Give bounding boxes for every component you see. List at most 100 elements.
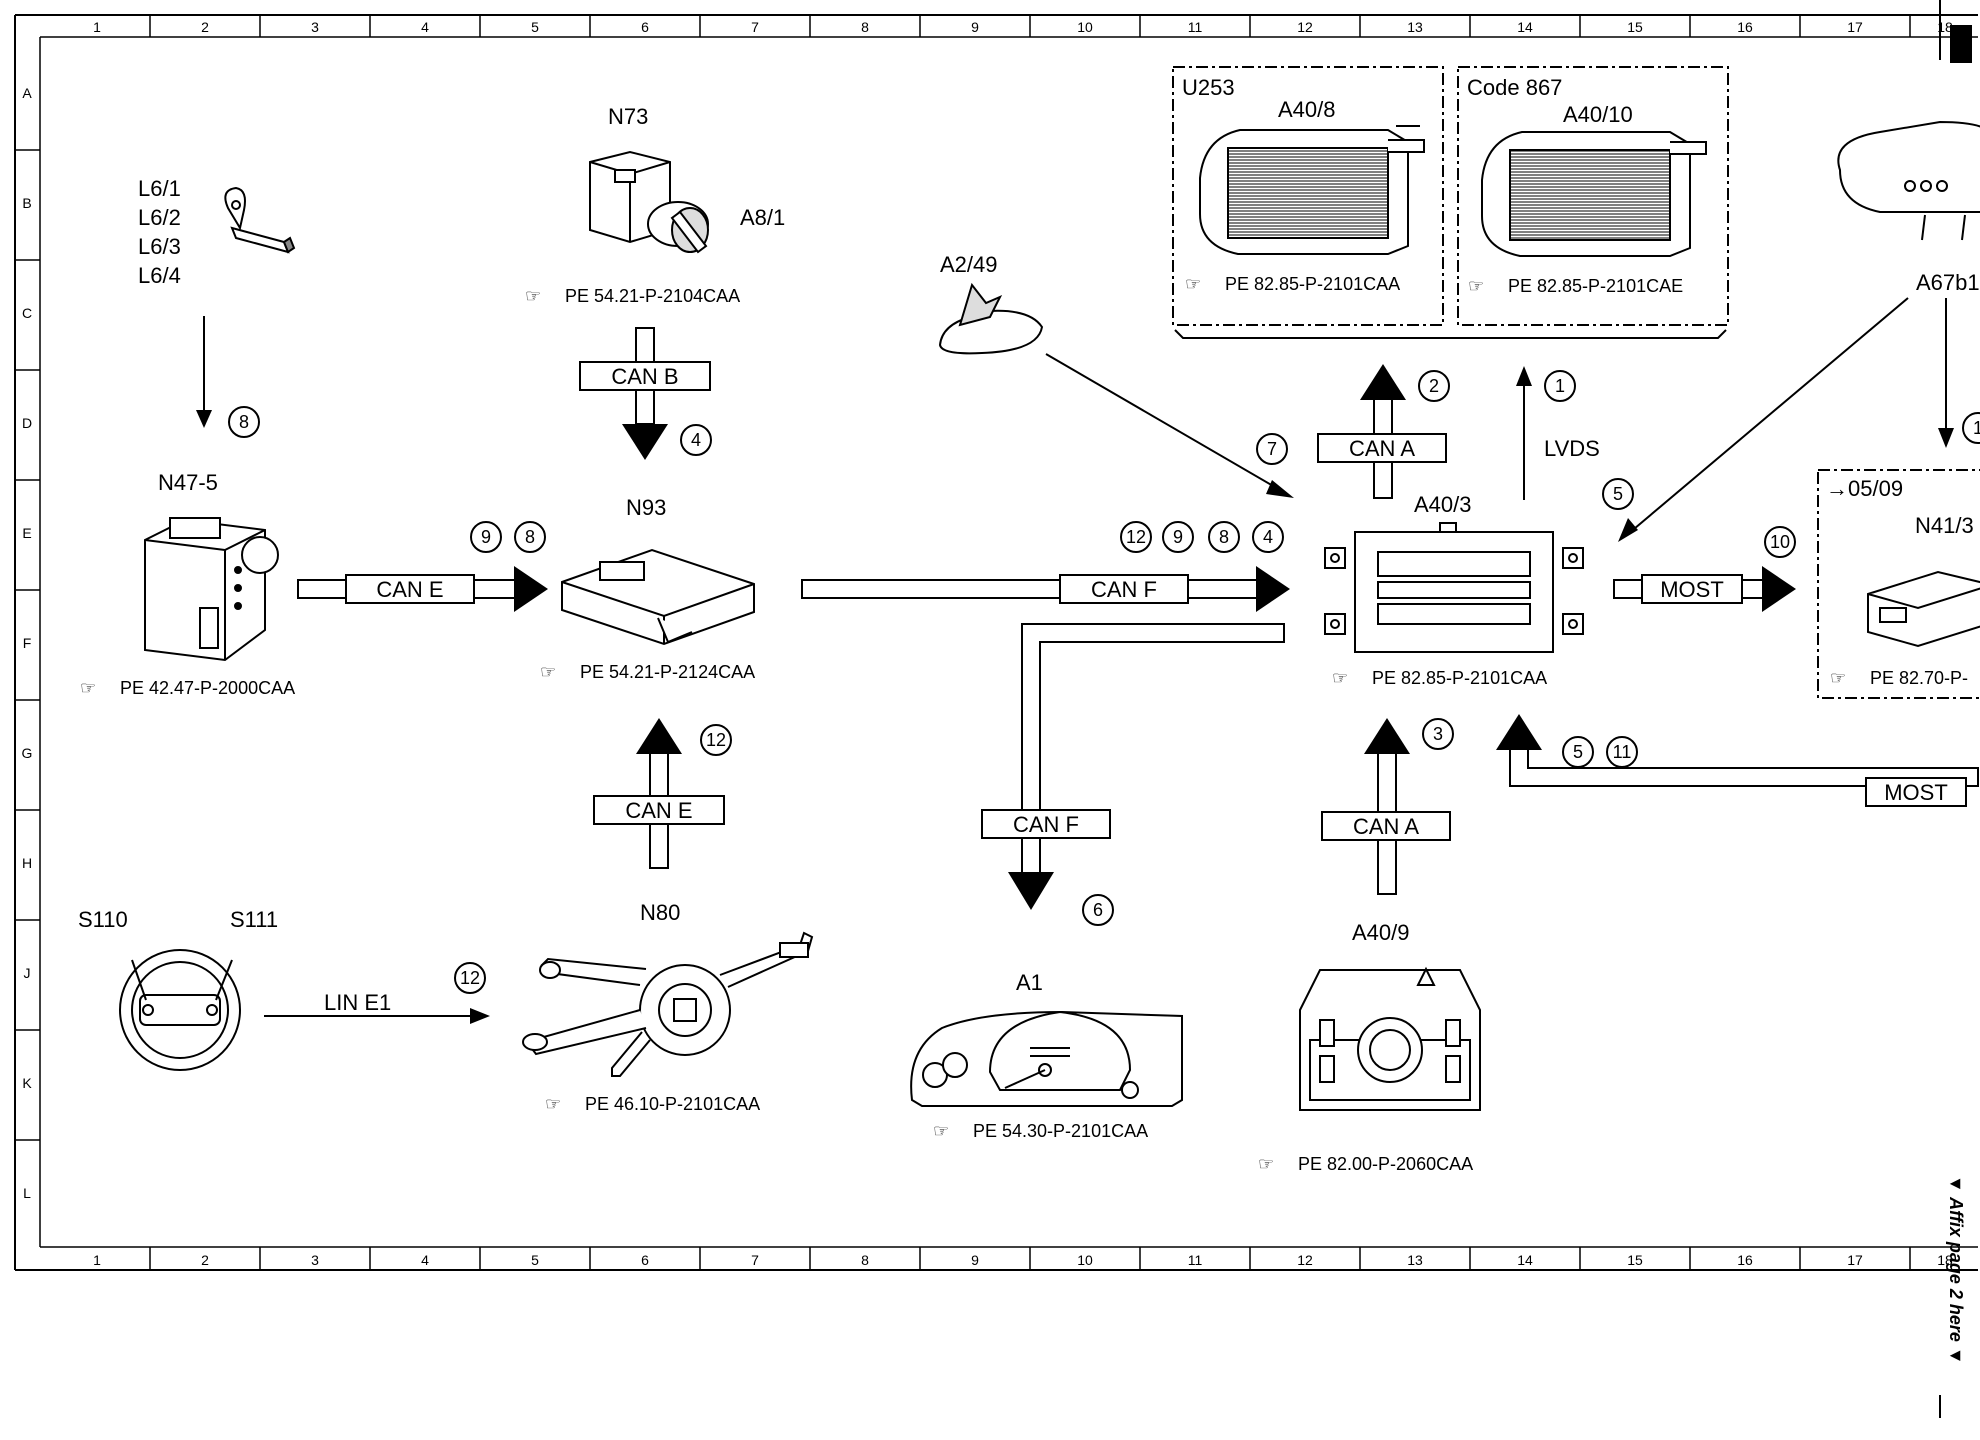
grid-row-ticks — [15, 149, 40, 1141]
variant-label-date: →05/09 — [1826, 476, 1903, 501]
bus-label-can-f-1: CAN F — [1091, 577, 1157, 602]
bus-label-can-a-1: CAN A — [1349, 436, 1415, 461]
row-label: A — [22, 85, 32, 101]
optional-box-u253 — [1172, 66, 1444, 326]
row-label: C — [22, 305, 32, 321]
col-label: 9 — [971, 19, 979, 35]
bus-most-right: MOST — [1613, 566, 1796, 612]
component-label-n93: N93 — [626, 495, 666, 520]
svg-text:9: 9 — [481, 527, 491, 547]
signal-marker: 12 — [700, 724, 732, 756]
row-label: F — [23, 635, 32, 651]
bus-label-can-a-2: CAN A — [1353, 814, 1419, 839]
bus-label-most-1: MOST — [1660, 577, 1724, 602]
row-label: L — [23, 1185, 31, 1201]
svg-text:10: 10 — [1770, 532, 1790, 552]
reference-code: PE 82.70-P- — [1870, 668, 1968, 688]
row-label: K — [22, 1075, 32, 1091]
optional-box-n41-3 — [1817, 469, 1980, 699]
bus-can-f-horizontal: CAN F — [801, 566, 1290, 612]
reference-icon: ☞ — [545, 1094, 561, 1114]
signal-marker: 6 — [1082, 894, 1114, 926]
signal-marker: 9 — [1162, 521, 1194, 553]
col-label: 3 — [311, 19, 319, 35]
col-label: 6 — [641, 19, 649, 35]
group-brace — [1174, 329, 1727, 339]
component-label-n41-3: N41/3 — [1915, 513, 1974, 538]
svg-text:11: 11 — [1613, 742, 1632, 762]
reference-code: PE 54.21-P-2124CAA — [580, 662, 755, 682]
reference-code: PE 82.00-P-2060CAA — [1298, 1154, 1473, 1174]
bus-lin-e1: LIN E1 — [264, 990, 490, 1024]
svg-text:8: 8 — [239, 412, 249, 432]
col-label: 7 — [751, 19, 759, 35]
page-marker — [1950, 25, 1972, 63]
optional-box-code-867 — [1457, 66, 1729, 326]
signal-marker: 10 — [1764, 526, 1796, 558]
bus-label-can-e-2: CAN E — [625, 798, 692, 823]
instrument-cluster-icon — [910, 1010, 1183, 1107]
svg-text:8: 8 — [1219, 527, 1229, 547]
col-label: 16 — [1737, 1252, 1753, 1268]
col-label: 11 — [1188, 19, 1203, 35]
bus-can-b: CAN B — [579, 327, 711, 460]
svg-text:5: 5 — [1613, 484, 1623, 504]
display-a40-10-icon — [1481, 131, 1707, 257]
col-label: 18 — [1937, 1252, 1953, 1268]
signal-marker: 8 — [514, 521, 546, 553]
steering-column-module-icon — [522, 931, 814, 1077]
col-label: 12 — [1297, 19, 1313, 35]
bus-can-a-upper: CAN A — [1317, 364, 1447, 499]
col-label: 3 — [311, 1252, 319, 1268]
col-label: 14 — [1517, 1252, 1533, 1268]
row-label: G — [22, 745, 33, 761]
connection-a67b1-down — [1938, 298, 1954, 448]
svg-text:4: 4 — [1263, 527, 1273, 547]
row-label: E — [22, 525, 31, 541]
col-label: 2 — [201, 1252, 209, 1268]
ignition-switch-icon — [589, 150, 709, 254]
svg-text:5: 5 — [1573, 742, 1583, 762]
bus-can-e-vertical: CAN E — [593, 718, 725, 869]
variant-label-code-867: Code 867 — [1467, 75, 1562, 100]
row-label: J — [24, 965, 31, 981]
reference-icon: ☞ — [1258, 1154, 1274, 1174]
reference-icon: ☞ — [525, 286, 541, 306]
grid-column-labels-bottom: 1 2 3 4 5 6 7 8 9 10 11 12 13 14 15 16 1… — [93, 1252, 1953, 1268]
svg-text:1: 1 — [1973, 418, 1980, 438]
component-label-n80: N80 — [640, 900, 680, 925]
svg-text:7: 7 — [1267, 439, 1277, 459]
ref-a40-9: ☞ PE 82.00-P-2060CAA — [1258, 1154, 1473, 1174]
svg-text:4: 4 — [691, 430, 701, 450]
bus-can-a-lower: CAN A — [1321, 718, 1451, 895]
component-label-l6-4: L6/4 — [138, 263, 181, 288]
connection-a67b1-to-a40-3 — [1618, 297, 1909, 542]
reference-icon: ☞ — [1830, 668, 1846, 688]
svg-text:3: 3 — [1433, 724, 1443, 744]
signal-marker: 4 — [1252, 521, 1284, 553]
connection-l6-to-n47-5 — [196, 316, 212, 428]
signal-marker: 8 — [228, 406, 260, 438]
antenna-icon — [938, 282, 1044, 355]
col-label: 11 — [1188, 1252, 1203, 1268]
col-label: 13 — [1407, 19, 1423, 35]
reference-code: PE 46.10-P-2101CAA — [585, 1094, 760, 1114]
connection-a2-49-to-a40-3 — [1045, 353, 1294, 498]
grid-column-labels-top: 1 2 3 4 5 6 7 8 9 10 11 12 13 14 15 16 1… — [93, 19, 1953, 35]
bus-label-lin-e1: LIN E1 — [324, 990, 391, 1015]
component-label-l6-1: L6/1 — [138, 176, 181, 201]
svg-text:12: 12 — [1126, 527, 1146, 547]
col-label: 18 — [1937, 19, 1953, 35]
col-label: 8 — [861, 1252, 869, 1268]
signal-marker: 11 — [1606, 736, 1638, 768]
col-label: 5 — [531, 1252, 539, 1268]
col-label: 10 — [1077, 1252, 1093, 1268]
reference-code: PE 54.21-P-2104CAA — [565, 286, 740, 306]
grid-row-labels: A B C D E F G H J K L — [22, 85, 33, 1201]
ref-n93: ☞ PE 54.21-P-2124CAA — [540, 662, 755, 682]
col-label: 15 — [1627, 1252, 1643, 1268]
bus-can-e-horizontal: CAN E — [297, 566, 548, 612]
reference-icon: ☞ — [1185, 274, 1201, 294]
col-label: 1 — [93, 19, 101, 35]
col-label: 9 — [971, 1252, 979, 1268]
